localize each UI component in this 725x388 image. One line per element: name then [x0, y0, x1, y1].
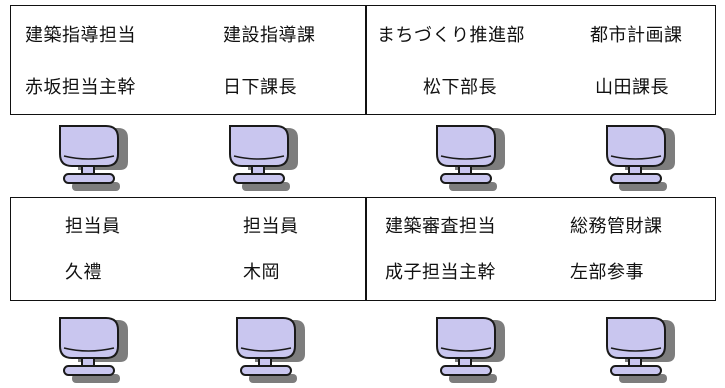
bottom-right-name-2: 左部参事	[570, 262, 644, 283]
computer-terminal-icon	[225, 314, 315, 386]
bottom-left-name-1: 久禮	[65, 262, 102, 283]
bottom-right-seat-box: 建築審査担当 総務管財課 成子担当主幹 左部参事	[366, 197, 716, 301]
computer-terminal-icon	[595, 314, 685, 386]
bottom-left-role-2: 担当員	[243, 216, 299, 237]
top-right-seat-box: まちづくり推進部 都市計画課 松下部長 山田課長	[366, 5, 716, 115]
top-right-name-2: 山田課長	[595, 77, 669, 98]
top-right-role-1: まちづくり推進部	[377, 25, 525, 46]
computer-terminal-icon	[218, 122, 308, 194]
bottom-right-role-1: 建築審査担当	[385, 216, 496, 237]
bottom-left-name-2: 木岡	[243, 262, 280, 283]
top-right-role-2: 都市計画課	[590, 25, 683, 46]
computer-terminal-icon	[595, 122, 685, 194]
top-left-name-2: 日下課長	[223, 77, 297, 98]
top-left-name-1: 赤坂担当主幹	[25, 77, 136, 98]
bottom-right-name-1: 成子担当主幹	[385, 262, 496, 283]
computer-terminal-icon	[48, 122, 138, 194]
top-right-name-1: 松下部長	[423, 77, 497, 98]
computer-terminal-icon	[425, 122, 515, 194]
bottom-left-seat-box: 担当員 担当員 久禮 木岡	[10, 197, 366, 301]
top-left-role-1: 建築指導担当	[25, 25, 136, 46]
bottom-right-role-2: 総務管財課	[570, 216, 663, 237]
computer-terminal-icon	[48, 314, 138, 386]
computer-terminal-icon	[425, 314, 515, 386]
bottom-left-role-1: 担当員	[65, 216, 121, 237]
top-left-seat-box: 建築指導担当 建設指導課 赤坂担当主幹 日下課長	[10, 5, 366, 115]
top-left-role-2: 建設指導課	[223, 25, 316, 46]
